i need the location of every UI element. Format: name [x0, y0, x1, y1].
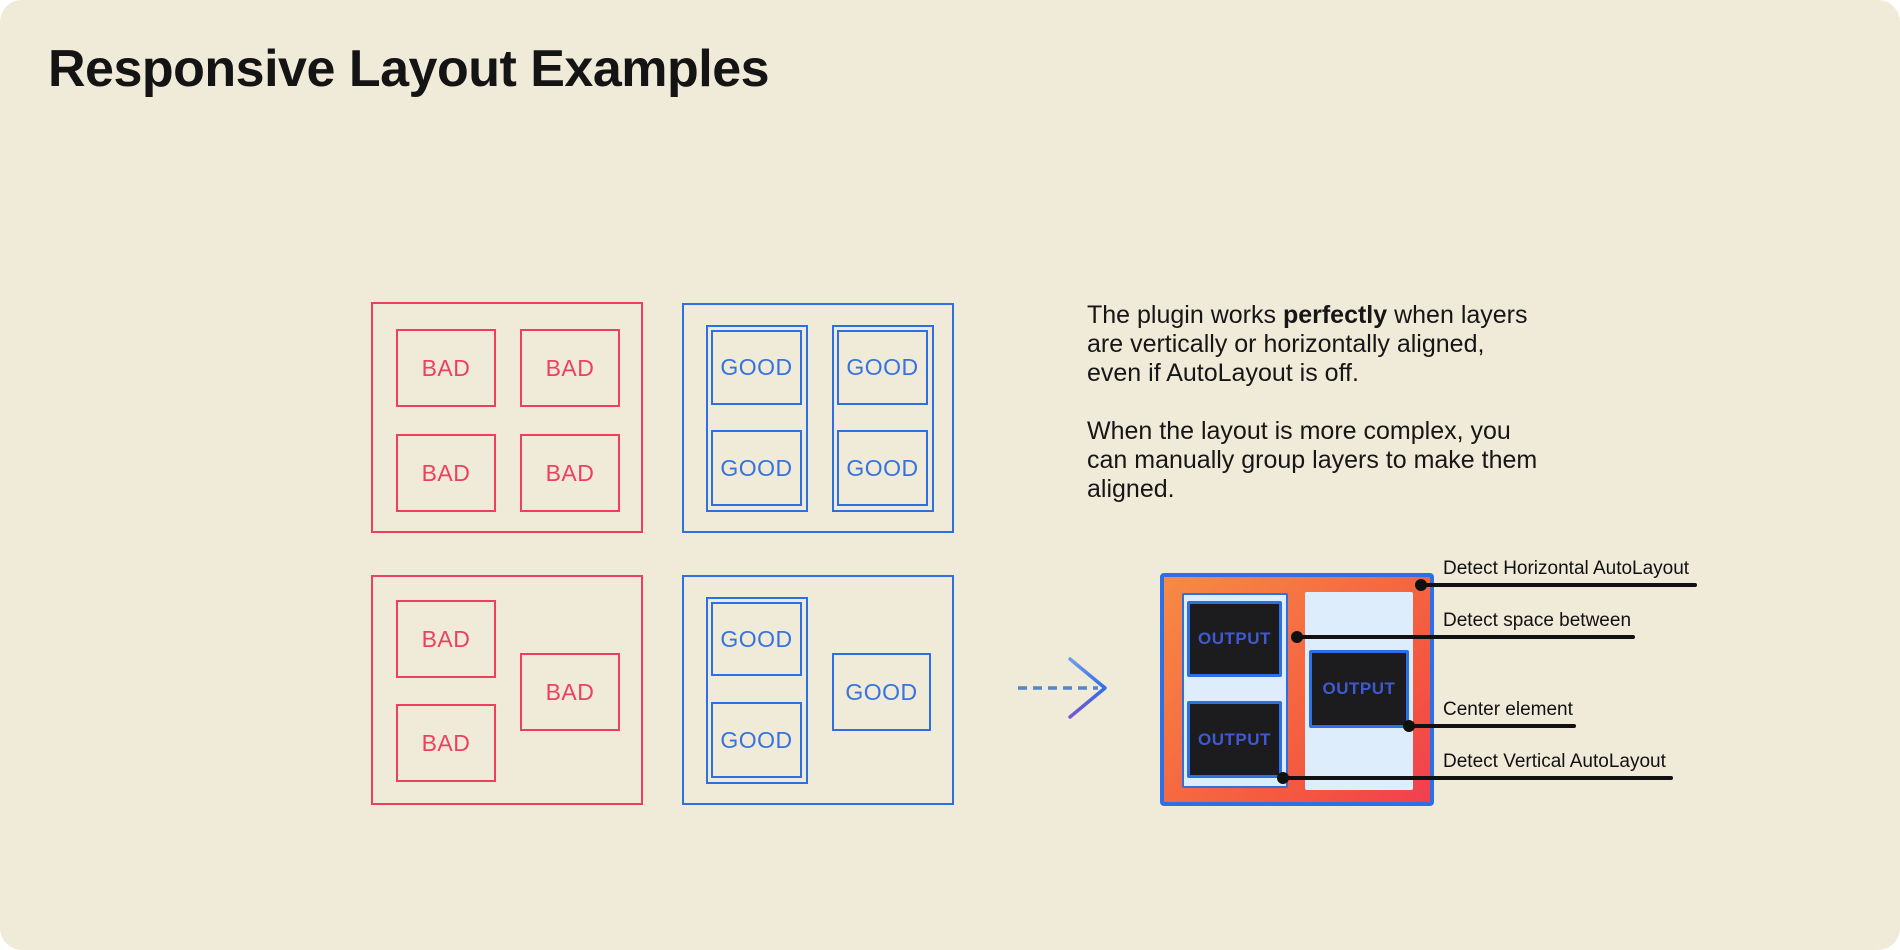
annotation-space-between: Detect space between [1443, 610, 1632, 631]
good-box: GOOD [837, 330, 928, 405]
bad-label: BAD [421, 459, 471, 486]
group-wrapper: GOOD GOOD [706, 597, 808, 784]
bad-label: BAD [545, 459, 595, 486]
annotation-center-element: Center element [1443, 699, 1573, 720]
description-paragraph-1: The plugin works perfectly when layers a… [1087, 301, 1539, 388]
bad-aligned-frame: BAD BAD BAD BAD [371, 302, 643, 533]
good-box: GOOD [711, 330, 802, 405]
good-box: GOOD [711, 430, 802, 506]
dashed-arrow-right-icon [1018, 657, 1107, 719]
good-label: GOOD [846, 354, 919, 380]
p1-text: when layers are vertically or horizontal… [1087, 301, 1528, 387]
good-label: GOOD [720, 726, 793, 753]
output-label: OUTPUT [1322, 679, 1396, 698]
annotation-detect-vertical: Detect Vertical AutoLayout [1443, 751, 1666, 772]
bad-box: BAD [520, 653, 620, 731]
good-label: GOOD [720, 625, 793, 652]
good-label: GOOD [720, 354, 793, 380]
connector-line [1283, 776, 1673, 780]
bad-label: BAD [421, 625, 471, 652]
good-label: GOOD [845, 678, 918, 705]
output-label: OUTPUT [1198, 729, 1271, 749]
bad-label: BAD [421, 729, 471, 756]
good-box: GOOD [832, 653, 931, 731]
description-paragraph-2: When the layout is more complex, you can… [1087, 417, 1538, 503]
good-box: GOOD [837, 430, 928, 506]
good-label: GOOD [720, 454, 793, 481]
group-wrapper: GOOD GOOD [832, 325, 934, 512]
output-box: OUTPUT [1187, 701, 1282, 778]
center-pane: OUTPUT [1305, 592, 1413, 790]
output-label: OUTPUT [1198, 629, 1271, 648]
bad-label: BAD [545, 354, 595, 381]
bad-box: BAD [396, 434, 496, 512]
bad-box: BAD [520, 329, 620, 407]
good-box: GOOD [711, 702, 802, 778]
good-freeform-frame: GOOD GOOD GOOD [682, 575, 954, 805]
connector-line [1421, 583, 1697, 587]
bad-box: BAD [396, 329, 496, 407]
bad-label: BAD [545, 678, 595, 705]
output-preview: OUTPUT OUTPUT OUTPUT [1160, 573, 1434, 806]
bad-box: BAD [520, 434, 620, 512]
connector-line [1409, 724, 1576, 728]
p1-text: The plugin works [1087, 301, 1283, 329]
good-aligned-frame: GOOD GOOD GOOD GOOD [682, 303, 954, 533]
page-title: Responsive Layout Examples [48, 40, 770, 98]
bad-freeform-frame: BAD BAD BAD [371, 575, 643, 805]
bad-label: BAD [421, 354, 471, 381]
description-text: The plugin works perfectly when layers a… [1087, 301, 1539, 533]
vertical-group-pane: OUTPUT OUTPUT [1182, 593, 1288, 788]
connector-line [1297, 635, 1635, 639]
bad-box: BAD [396, 704, 496, 782]
bad-box: BAD [396, 600, 496, 678]
group-wrapper: GOOD GOOD [706, 325, 808, 512]
output-box: OUTPUT [1309, 650, 1409, 728]
p1-bold-text: perfectly [1282, 301, 1388, 329]
output-box: OUTPUT [1187, 601, 1282, 677]
good-box: GOOD [711, 602, 802, 676]
annotation-detect-horizontal: Detect Horizontal AutoLayout [1443, 558, 1690, 579]
good-label: GOOD [846, 454, 919, 481]
